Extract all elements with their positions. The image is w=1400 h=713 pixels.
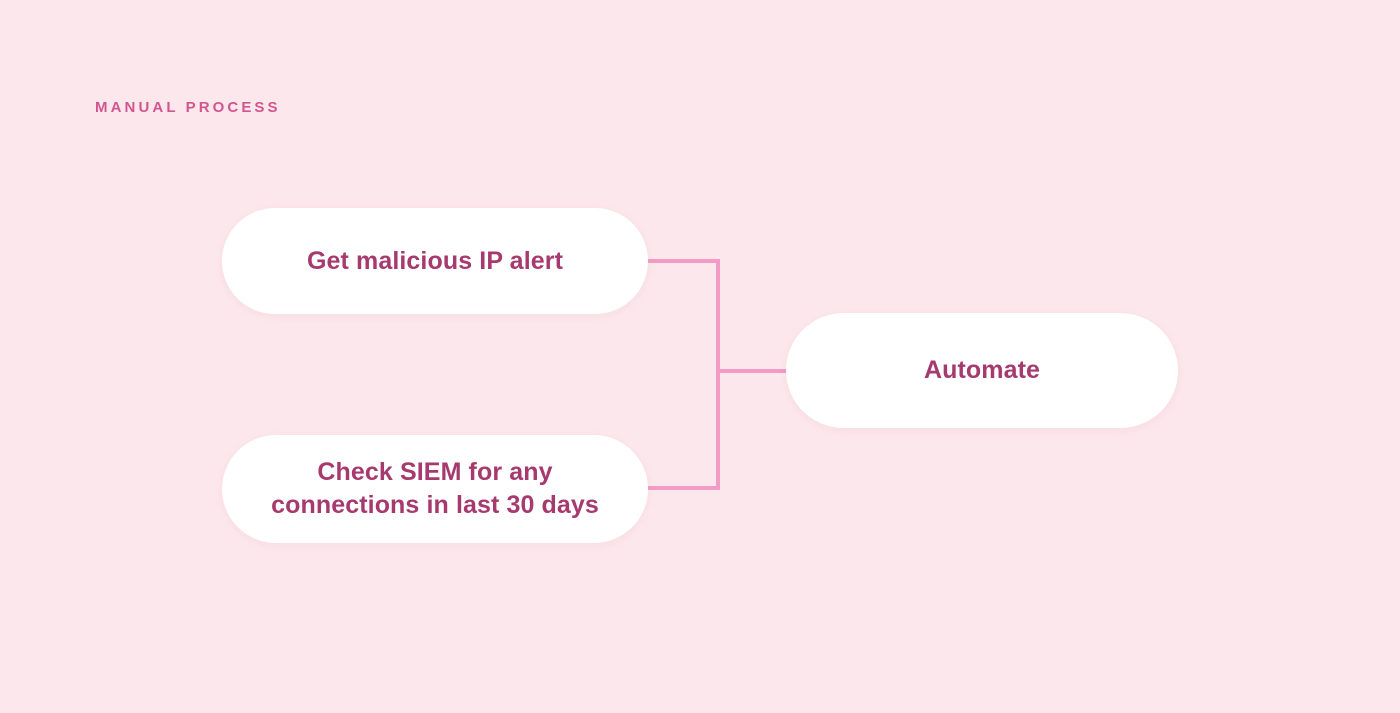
node-get-malicious-ip-alert[interactable]: Get malicious IP alert: [222, 208, 648, 314]
edge-siem-to-automate: [648, 371, 720, 490]
node-automate[interactable]: Automate: [786, 313, 1178, 428]
edge-alert-to-automate: [648, 259, 720, 371]
node-label: Check SIEM for any connections in last 3…: [271, 458, 599, 519]
page-title: MANUAL PROCESS: [95, 99, 281, 116]
node-label: Automate: [923, 356, 1041, 384]
node-label: Get malicious IP alert: [306, 246, 563, 275]
node-check-siem[interactable]: Check SIEM for any connections in last 3…: [222, 435, 648, 543]
